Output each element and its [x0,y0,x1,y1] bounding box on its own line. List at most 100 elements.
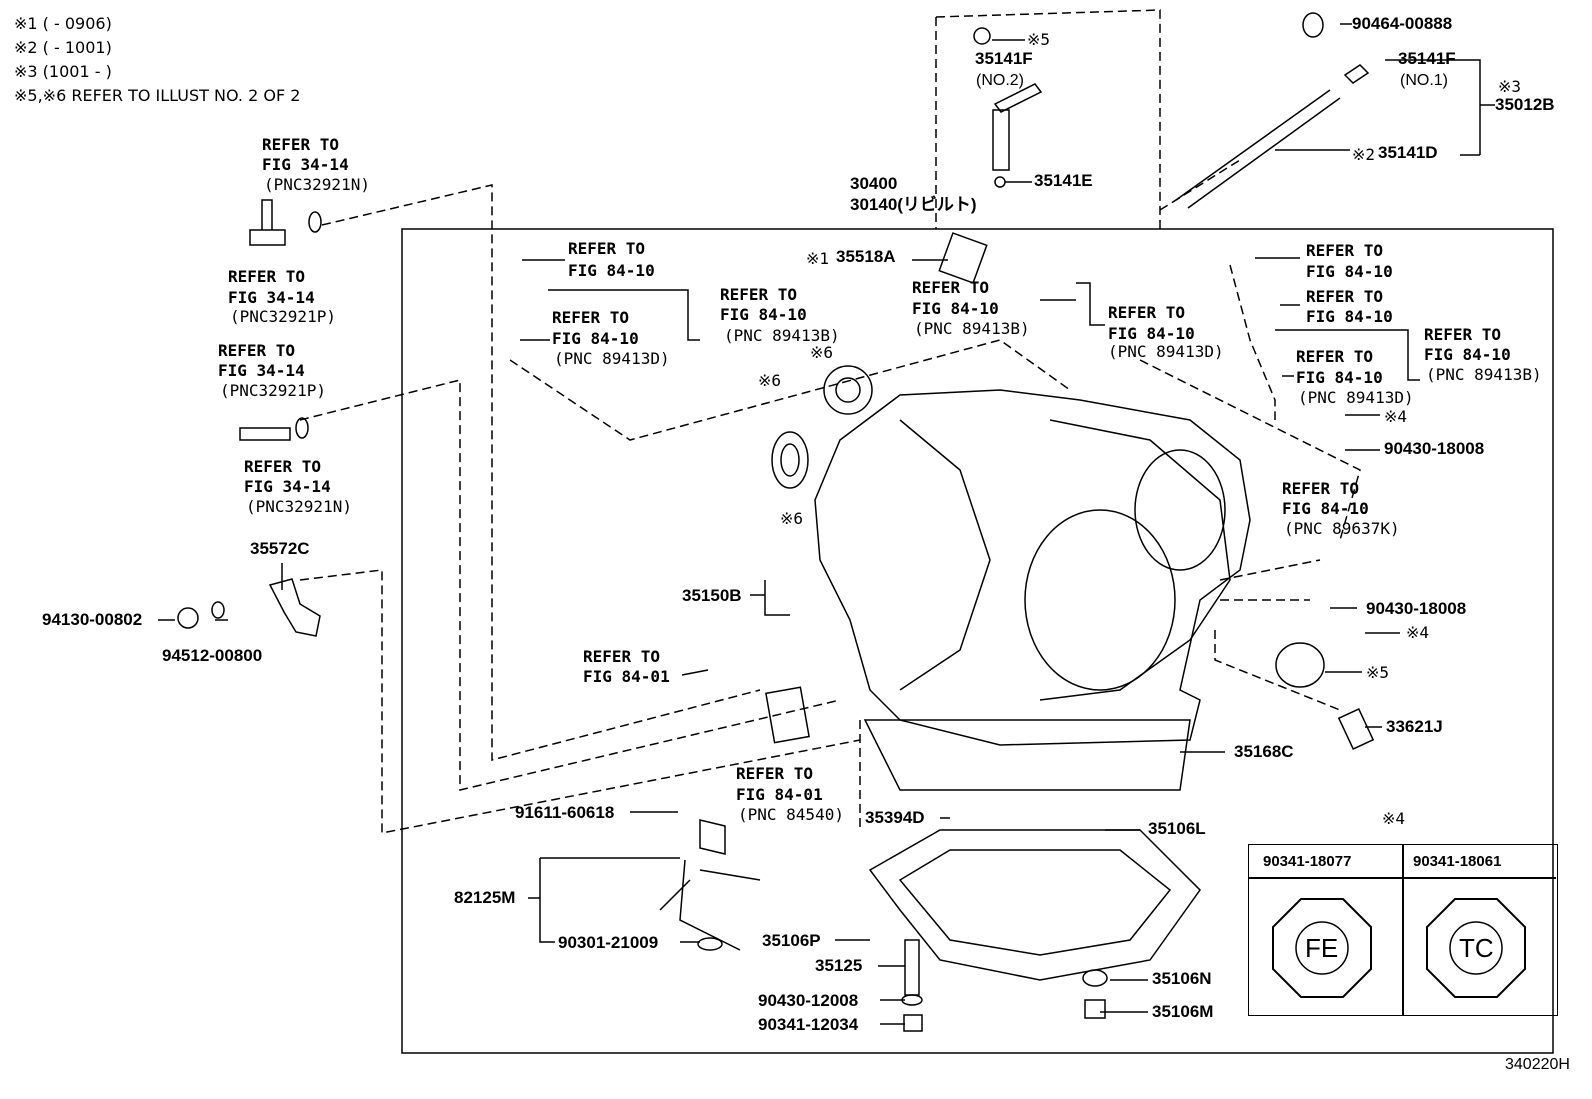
refer-label[interactable]: FIG 34-14 [228,288,315,307]
note-4: ※5,※6 REFER TO ILLUST NO. 2 OF 2 [14,86,301,105]
part-35106L[interactable]: 35106L [1148,819,1206,838]
refer-label: REFER TO [1306,241,1384,260]
bracket [268,578,321,637]
note-no1: (NO.1) [1400,72,1448,89]
figure-code: 340220H [1505,1056,1570,1073]
refer-label: (PNC32921P) [230,307,336,326]
part-35141E[interactable]: 35141E [1034,171,1093,190]
mark-3: ※3 [1498,77,1522,96]
refer-label[interactable]: FIG 34-14 [262,155,349,174]
part-33621J[interactable]: 33621J [1386,717,1443,736]
washer [901,994,923,1006]
refer-label: REFER TO [720,285,798,304]
solenoid [699,819,726,855]
part-30400[interactable]: 30400 [850,174,898,193]
refer-label: (PNC32921P) [220,381,326,400]
refer-label: REFER TO [1306,287,1384,306]
nut [177,607,199,629]
refer-label[interactable]: FIG 84-10 [1424,345,1511,364]
part-35106P[interactable]: 35106P [762,931,821,950]
oil-seal [835,377,861,403]
sticker [938,232,988,284]
refer-label: (PNC 89413D) [1298,388,1414,407]
mark-6: ※6 [810,343,834,362]
refer-label[interactable]: FIG 34-14 [218,361,305,380]
refer-label[interactable]: FIG 84-10 [1306,307,1393,326]
part-90430-12008[interactable]: 90430-12008 [758,991,859,1010]
refer-label[interactable]: FIG 84-10 [1108,324,1195,343]
refer-label[interactable]: FIG 84-10 [1306,262,1393,281]
part-35150B[interactable]: 35150B [682,586,742,605]
part-35168C[interactable]: 35168C [1234,742,1294,761]
tc-plug-label: TC [1459,933,1494,963]
dashed-leader [1229,264,1276,420]
part-94512-00800[interactable]: 94512-00800 [162,646,263,665]
table-divider [1402,845,1404,1015]
dashed-leader [935,9,1161,229]
part-35394D[interactable]: 35394D [865,808,925,827]
refer-label[interactable]: FIG 84-10 [1296,368,1383,387]
part-82125M[interactable]: 82125M [454,888,516,907]
refer-label: (PNC 89413B) [724,326,840,345]
o-ring [994,176,1006,188]
wire-harness [659,859,761,951]
refer-label[interactable]: FIG 34-14 [244,477,331,496]
seal-ring [1275,642,1325,688]
part-90341-12034[interactable]: 90341-12034 [758,1015,859,1034]
mark-1: ※1 [806,249,830,268]
dashed-leader [1219,559,1321,581]
refer-label: REFER TO [552,308,630,327]
refer-label[interactable]: FIG 84-10 [552,329,639,348]
part-90341-18077[interactable]: 90341-18077 [1263,853,1352,870]
refer-label[interactable]: FIG 84-10 [720,305,807,324]
hose-fitting [239,427,291,441]
part-35106M[interactable]: 35106M [1152,1002,1214,1021]
fe-plug-icon [1272,898,1372,998]
leader-line [1076,282,1105,326]
part-90341-18061[interactable]: 90341-18061 [1413,853,1502,870]
notes-block: ※1 ( - 0906) ※2 ( - 1001) ※3 (1001 - ) ※… [14,12,300,108]
oil-seal [823,365,873,415]
part-35106N[interactable]: 35106N [1152,969,1212,988]
part-90430-18008[interactable]: 90430-18008 [1384,439,1485,458]
refer-label[interactable]: FIG 84-01 [736,785,823,804]
refer-label: (PNC 89413B) [914,319,1030,338]
part-35518A[interactable]: 35518A [836,247,896,266]
part-90301-21009[interactable]: 90301-21009 [558,933,659,952]
part-91611-60618[interactable]: 91611-60618 [515,803,615,822]
part-35141D[interactable]: 35141D [1378,143,1438,162]
dashed-leader [321,184,761,761]
o-ring [295,417,309,439]
bearing-housing [1024,509,1176,691]
part-35572C[interactable]: 35572C [250,539,310,558]
part-94130-00802[interactable]: 94130-00802 [42,610,143,629]
leader-line [539,858,555,943]
part-90464-00888[interactable]: 90464-00888 [1352,14,1453,33]
part-35141F-no1[interactable]: 35141F [1398,49,1456,68]
refer-label[interactable]: FIG 84-10 [1282,499,1369,518]
mark-4: ※4 [1382,809,1406,828]
part-35125[interactable]: 35125 [815,956,863,975]
leader-line [548,289,700,341]
refer-label: REFER TO [1296,347,1374,366]
oil-pan [868,829,1201,981]
bearing-housing [1134,449,1226,571]
refer-label[interactable]: FIG 84-10 [568,261,655,280]
gasket [863,719,1191,791]
assembly-frame [401,228,1554,1054]
drain-plug-table: 90341-18077 90341-18061 FE TC [1248,844,1558,1016]
part-35012B[interactable]: 35012B [1495,95,1555,114]
mark-4: ※4 [1406,623,1430,642]
sensor [765,686,810,744]
refer-label: (PNC32921N) [246,497,352,516]
refer-label: (PNC 89413D) [554,349,670,368]
leader-line [764,580,790,616]
refer-label[interactable]: FIG 84-01 [583,667,670,686]
dashed-leader [1139,359,1361,541]
part-35141F-no2[interactable]: 35141F [975,49,1033,68]
refer-label: REFER TO [1108,303,1186,322]
part-90430-18008[interactable]: 90430-18008 [1366,599,1467,618]
refer-label[interactable]: FIG 84-10 [912,299,999,318]
part-30140[interactable]: 30140(リビルト) [850,195,977,214]
